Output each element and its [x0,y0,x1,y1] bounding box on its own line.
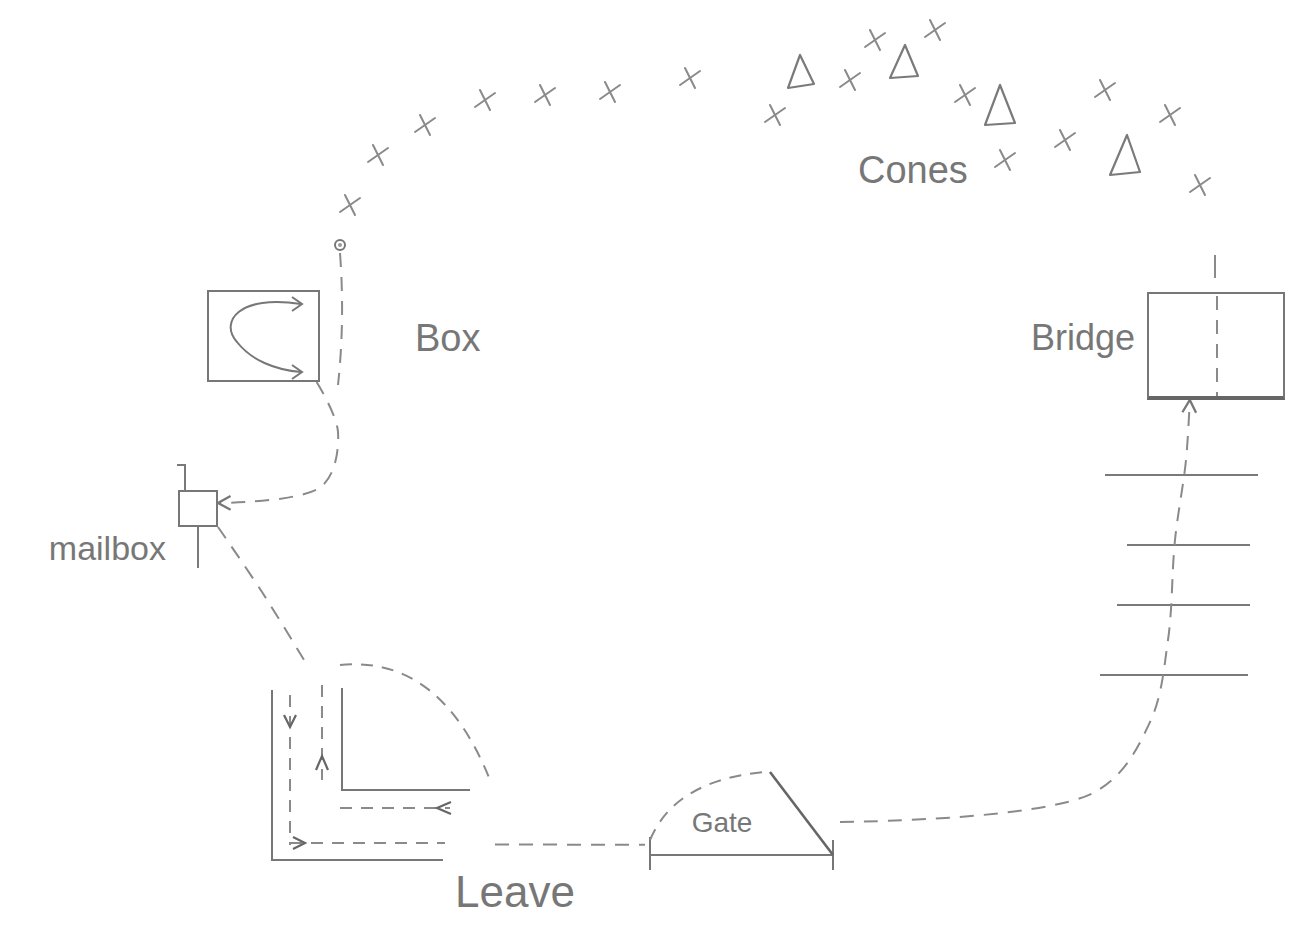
obstacle-label: mailbox [49,530,167,567]
leave-chute: Leave [265,660,495,865]
mailbox-obstacle: mailbox [178,490,218,527]
gate-obstacle: Gate [645,765,840,860]
course-path [218,527,304,660]
box-obstacle-outline [209,292,318,380]
course-path [218,382,338,503]
cones-label: Cones [858,150,968,192]
box-obstacle: Box [207,290,320,382]
obstacle-label: Box [415,318,481,360]
leave-chute-outline [265,660,495,865]
course-path [495,844,645,846]
obstacle-label: Leave [455,868,575,916]
course-path [840,400,1190,822]
start-dot [335,240,345,250]
obstacle-label: Gate [692,808,753,839]
start-path [338,253,342,385]
bridge-obstacle-outline [1149,294,1283,396]
bridge-obstacle: Bridge [1147,292,1285,400]
mailbox-post [177,465,198,568]
cone-crosses [340,20,1210,215]
obstacle-label: Bridge [1031,318,1136,358]
ladder-rungs [1100,475,1258,675]
bridge-tick [1214,255,1216,278]
